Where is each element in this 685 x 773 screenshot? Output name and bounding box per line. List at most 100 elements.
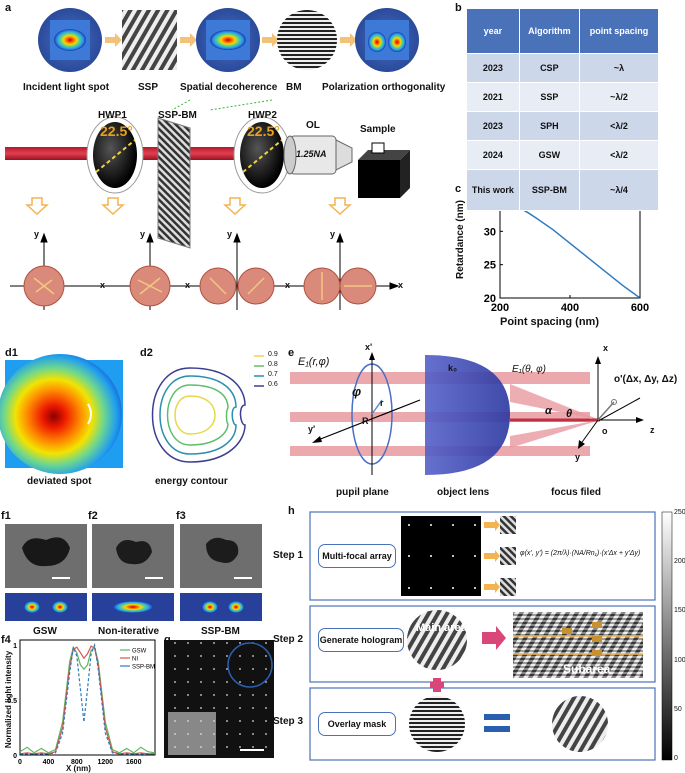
cbar-tick: 0 xyxy=(674,755,678,762)
e-phi: φ xyxy=(352,384,362,399)
chart-c-xtick-label: 600 xyxy=(631,302,649,314)
arrow-right-icon xyxy=(262,33,279,47)
table-cell: ~λ xyxy=(578,53,660,83)
panel-label-b: b xyxy=(455,2,462,14)
hwp2-label: HWP2 xyxy=(248,110,277,121)
table-cell: SPH xyxy=(518,111,580,141)
legend-item: 0.6 xyxy=(268,381,278,388)
step2-label: Step 2 xyxy=(273,634,304,645)
sample-label: Sample xyxy=(360,124,396,135)
hwp1-label: HWP1 xyxy=(98,110,127,121)
table-cell: <λ/2 xyxy=(578,111,660,141)
chart-f4-legend-label: NI xyxy=(132,657,138,663)
ssp-bm-plate xyxy=(157,117,191,249)
ol-label: OL xyxy=(306,120,320,131)
table-header: point spacing xyxy=(578,8,660,54)
chart-c-line xyxy=(499,201,641,299)
chart-c-ytick-label: 30 xyxy=(484,226,496,238)
cbar-tick: 250 xyxy=(674,509,685,516)
axis-y-label: y xyxy=(227,229,233,239)
table-cell: GSW xyxy=(518,140,580,170)
f-caption-gsw: GSW xyxy=(33,626,57,637)
panel-label-e: e xyxy=(288,347,295,359)
chart-f4-xtick-label: 0 xyxy=(18,759,22,766)
table-row: 2021 SSP ~λ/2 xyxy=(466,82,660,112)
chart-f4-ytick-label: 1 xyxy=(13,643,17,650)
d2-caption: energy contour xyxy=(155,476,228,487)
e-field2-label: E₁(θ, φ) xyxy=(512,364,546,375)
hwp2-plate xyxy=(233,116,291,194)
chart-f4-ytick-label: 0.5 xyxy=(7,698,17,705)
axis-x-label: x xyxy=(185,280,191,290)
chart-c-ylabel: Retardance (nm) xyxy=(454,200,466,279)
panel-label-d1: d1 xyxy=(5,347,18,359)
arrow-right-icon xyxy=(180,33,197,47)
hwp1-plate xyxy=(86,116,144,194)
legend-item: 0.8 xyxy=(268,361,278,368)
down-arrow-icon xyxy=(25,197,352,216)
cbar-tick: 150 xyxy=(674,607,685,614)
chart-f4-legend-label: GSW xyxy=(132,649,147,655)
incident-label: Incident light spot xyxy=(23,82,110,93)
chart-f4-xtick-label: 1200 xyxy=(97,759,113,766)
panel-label-f2: f2 xyxy=(88,510,98,522)
chart-c-ytick-label: 20 xyxy=(484,293,496,305)
f4-xlabel: X (nm) xyxy=(66,764,91,773)
e-focus-label: focus filed xyxy=(551,487,602,498)
cbar-tick: 200 xyxy=(674,558,685,565)
e-theta: θ xyxy=(566,408,573,420)
e-o: o xyxy=(602,426,608,436)
e-field-label: E₁(r,φ) xyxy=(298,356,330,368)
connector-line xyxy=(209,99,273,111)
table-row: 2023 CSP ~λ xyxy=(466,53,660,83)
e-k0: k₀ xyxy=(448,363,458,373)
table-cell: CSP xyxy=(518,53,580,83)
comparison-table: year Algorithm point spacing 2023 CSP ~λ… xyxy=(466,8,660,211)
table-cell: SSP-BM xyxy=(518,169,580,211)
table-cell: SSP xyxy=(518,82,580,112)
e-r: r xyxy=(380,398,384,408)
chart-c-plot: 20040060020253035 xyxy=(484,193,649,314)
spot-notch xyxy=(87,403,92,425)
chart-f4-ytick-label: 0 xyxy=(13,753,17,760)
multifocal-box: Multi-focal array xyxy=(318,544,396,568)
axis-x-label: x xyxy=(285,280,291,290)
panel-label-c: c xyxy=(455,183,462,195)
chart-c-xtick-label: 400 xyxy=(561,302,579,314)
table-cell: ~λ/4 xyxy=(578,169,660,211)
pol-circles xyxy=(23,265,377,307)
ssp-label: SSP xyxy=(138,82,159,93)
e-yp: y' xyxy=(308,424,316,434)
legend-item: 0.7 xyxy=(268,371,278,378)
axis-y-label: y xyxy=(140,229,146,239)
e-alpha: α xyxy=(545,405,552,417)
table-cell: This work xyxy=(466,169,520,211)
chart-c-xtick-label: 200 xyxy=(491,302,509,314)
f-caption-ni: Non-iterative xyxy=(98,626,160,637)
table-cell: 2023 xyxy=(466,53,520,83)
chart-f4-frame xyxy=(19,639,156,756)
hologram-box: Generate hologram xyxy=(318,628,404,652)
table-cell: ~λ/2 xyxy=(578,82,660,112)
energy-contours xyxy=(151,367,246,463)
incident-spot xyxy=(38,8,102,72)
connector-line xyxy=(171,99,191,111)
chart-c-ytick-label: 25 xyxy=(484,260,496,272)
table-header: Algorithm xyxy=(518,8,580,54)
cbar-tick: 50 xyxy=(674,706,682,713)
polarization-label: Polarization orthogonality xyxy=(322,82,446,93)
ssp-hologram xyxy=(122,10,177,70)
polarization-axes xyxy=(10,232,400,310)
decoherent-spot xyxy=(196,8,260,72)
angle2-label: 22.5° xyxy=(247,123,280,139)
subarea-label: Subarea xyxy=(563,662,611,676)
f-images xyxy=(5,524,262,621)
axis-x-label: x xyxy=(398,280,404,290)
chart-f4-line-ssp-bm xyxy=(20,642,155,755)
e-xp: x' xyxy=(365,342,373,352)
panel-label-d2: d2 xyxy=(140,347,153,359)
table-cell: 2024 xyxy=(466,140,520,170)
orthogonal-spot xyxy=(355,8,419,72)
chart-c-xlabel: Point spacing (nm) xyxy=(500,316,599,328)
